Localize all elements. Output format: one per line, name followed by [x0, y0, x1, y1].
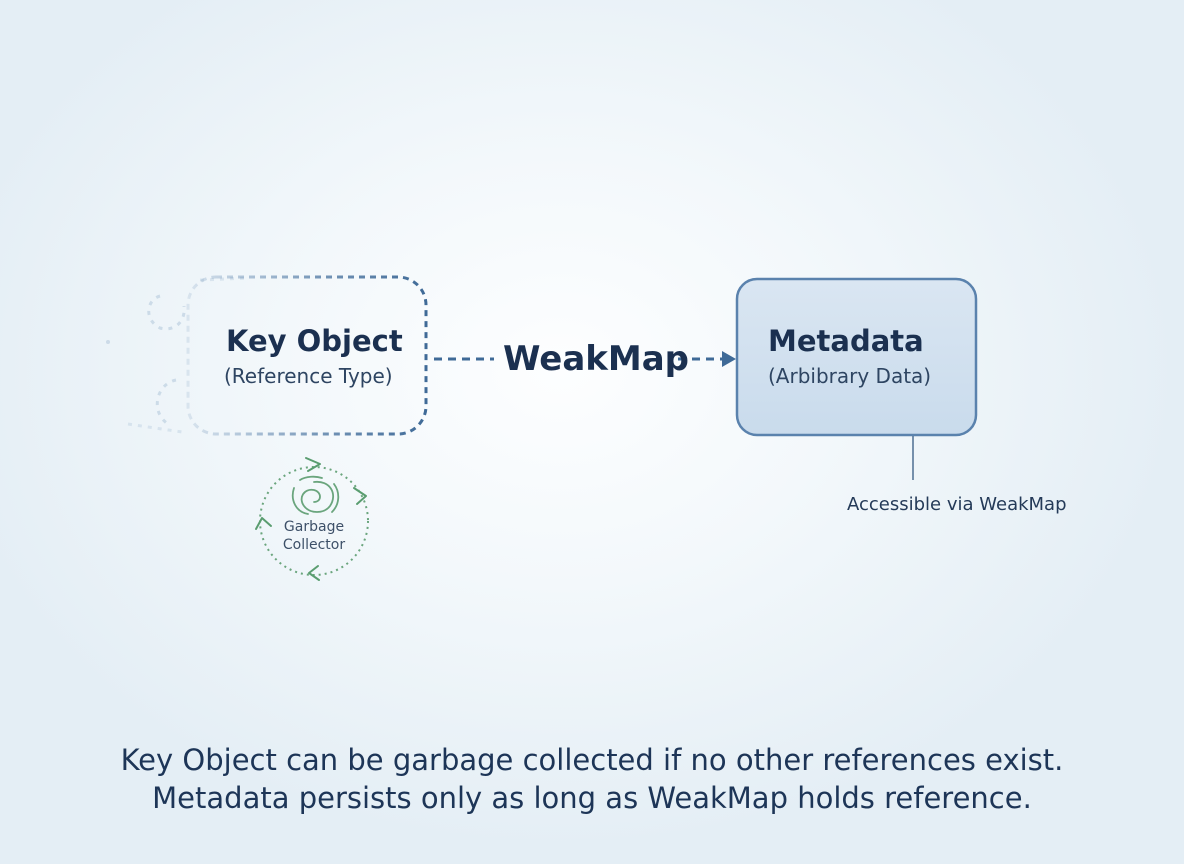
recycle-cycle-icon — [255, 457, 369, 581]
metadata-box — [735, 277, 978, 437]
metadata-subtitle: (Arbibrary Data) — [768, 364, 932, 388]
key-object-subtitle: (Reference Type) — [224, 364, 393, 388]
garbage-collector-label-line2: Collector — [282, 537, 346, 553]
key-object-box — [186, 275, 428, 436]
key-object-title: Key Object — [226, 324, 403, 358]
garbage-collector-label-line1: Garbage — [283, 519, 345, 535]
weakmap-label: WeakMap — [503, 339, 690, 379]
caption-line-1: Key Object can be garbage collected if n… — [120, 743, 1064, 777]
swirl-icon — [291, 475, 340, 515]
arrow-head-icon — [722, 351, 736, 367]
metadata-title: Metadata — [768, 324, 924, 358]
caption-line-2: Metadata persists only as long as WeakMa… — [152, 781, 1032, 815]
accessible-note: Accessible via WeakMap — [847, 494, 1067, 515]
